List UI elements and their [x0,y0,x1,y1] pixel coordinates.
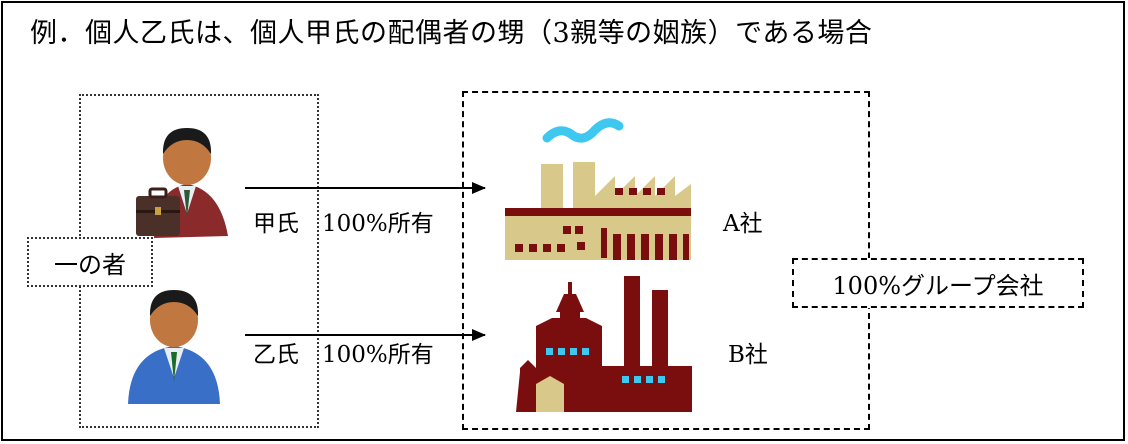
businessman-icon [128,290,220,404]
person-otsushi-name: 乙氏 [253,342,299,368]
company-b-label: B社 [728,342,768,368]
person-koushi-ownership: 100%所有 [322,211,434,237]
company-a-label: A社 [723,211,763,237]
factory-icon [505,118,691,260]
mine-factory-icon [516,276,692,412]
person-otsushi-ownership: 100%所有 [322,342,434,368]
businessman-briefcase-icon [136,128,228,238]
one-person-label-box: 一の者 [27,237,153,287]
person-koushi-name: 甲氏 [253,211,299,237]
diagram-title: 例．個人乙氏は、個人甲氏の配偶者の甥（3親等の姻族）である場合 [30,18,873,49]
group-company-label-box: 100%グループ会社 [792,258,1084,308]
